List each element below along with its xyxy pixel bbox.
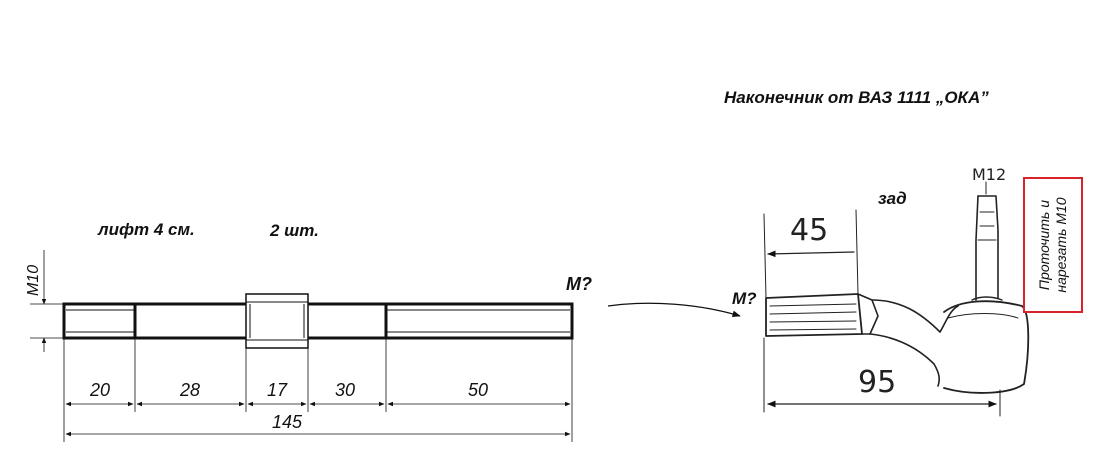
dim-label-total: 145 [272,412,303,432]
tie-rod-sketch [763,181,1030,417]
callout-box: Проточить и нарезать М10 [1023,177,1083,313]
shaft-body [62,302,574,340]
label-thread-m: M? [732,289,757,308]
label-m12: M12 [972,165,1006,184]
callout-text: Проточить и нарезать М10 [1036,197,1069,293]
label-45: 45 [790,213,828,248]
label-thread-right: M? [566,274,592,294]
shaft-drawing [30,250,574,442]
dim-label-3: 17 [267,380,288,400]
dim-label-1: 20 [89,380,110,400]
connector-arrow [607,302,741,318]
label-rear: зад [878,189,907,208]
label-quantity: 2 шт. [269,221,319,240]
shaft-collar [245,293,309,349]
label-thread-left: M10 [25,265,42,296]
label-95: 95 [858,365,896,400]
label-lift: лифт 4 см. [97,220,195,239]
dim-label-5: 50 [468,380,488,400]
dim-label-4: 30 [335,380,355,400]
dim-label-2: 28 [179,380,200,400]
tie-rod-title: Наконечник от ВАЗ 1111 „ОКА” [724,88,989,107]
